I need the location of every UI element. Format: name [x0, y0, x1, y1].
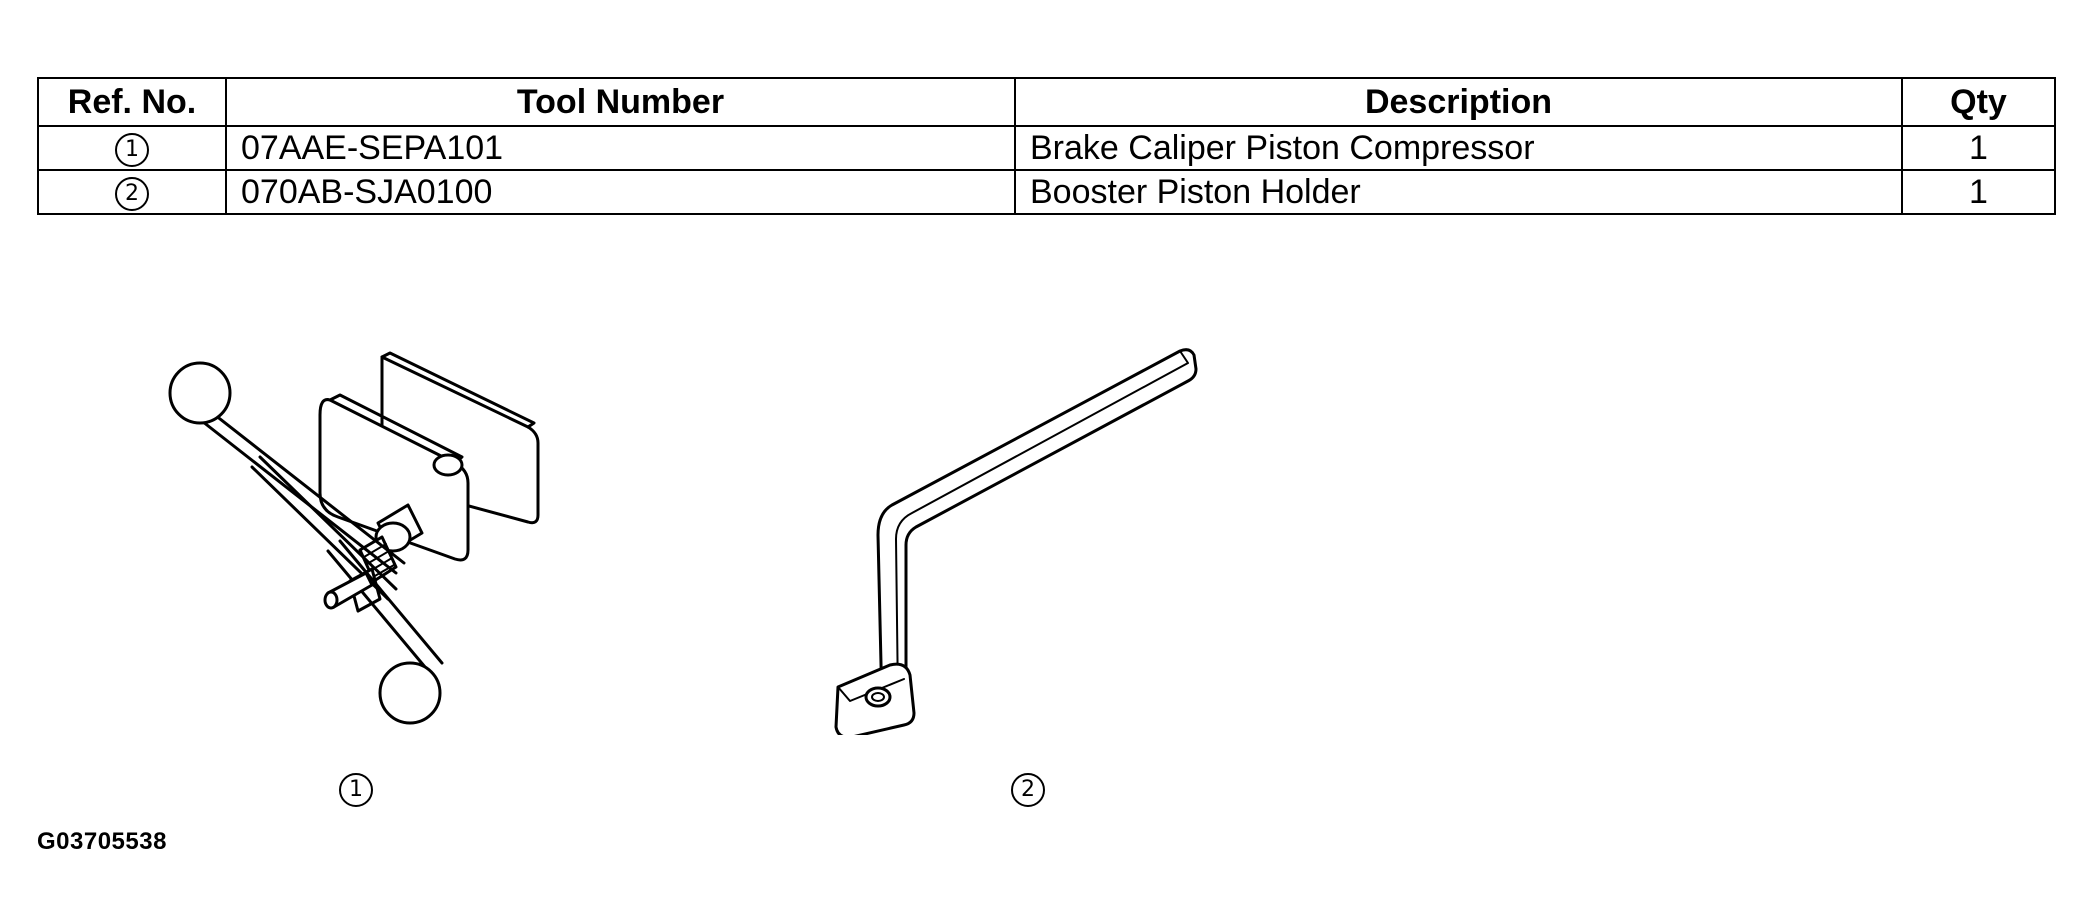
ref-number-badge: 2	[115, 177, 149, 212]
tool-number-cell: 07AAE-SEPA101	[225, 125, 1016, 171]
header-qty: Qty	[1901, 77, 2056, 127]
description-cell: Booster Piston Holder	[1014, 169, 1903, 215]
figure-code: G03705538	[37, 828, 167, 855]
header-ref-no: Ref. No.	[37, 77, 227, 127]
figure-2-label: 2	[1011, 773, 1045, 807]
tool-number-cell: 070AB-SJA0100	[225, 169, 1016, 215]
special-tools-table: Ref. No. Tool Number Description Qty 1 0…	[37, 77, 2056, 215]
ref-number-badge: 1	[115, 133, 149, 168]
table-header-row: Ref. No. Tool Number Description Qty	[37, 77, 2056, 127]
table-row: 2 070AB-SJA0100 Booster Piston Holder 1	[37, 169, 2056, 215]
description-cell: Brake Caliper Piston Compressor	[1014, 125, 1903, 171]
booster-piston-holder-icon	[834, 348, 1198, 735]
qty-cell: 1	[1901, 169, 2056, 215]
figure-1-label: 1	[339, 773, 373, 807]
table-row: 1 07AAE-SEPA101 Brake Caliper Piston Com…	[37, 125, 2056, 171]
ref-cell: 2	[37, 169, 227, 215]
header-description: Description	[1014, 77, 1903, 127]
qty-cell: 1	[1901, 125, 2056, 171]
ref-cell: 1	[37, 125, 227, 171]
header-tool-number: Tool Number	[225, 77, 1016, 127]
caliper-piston-compressor-icon	[168, 351, 540, 725]
